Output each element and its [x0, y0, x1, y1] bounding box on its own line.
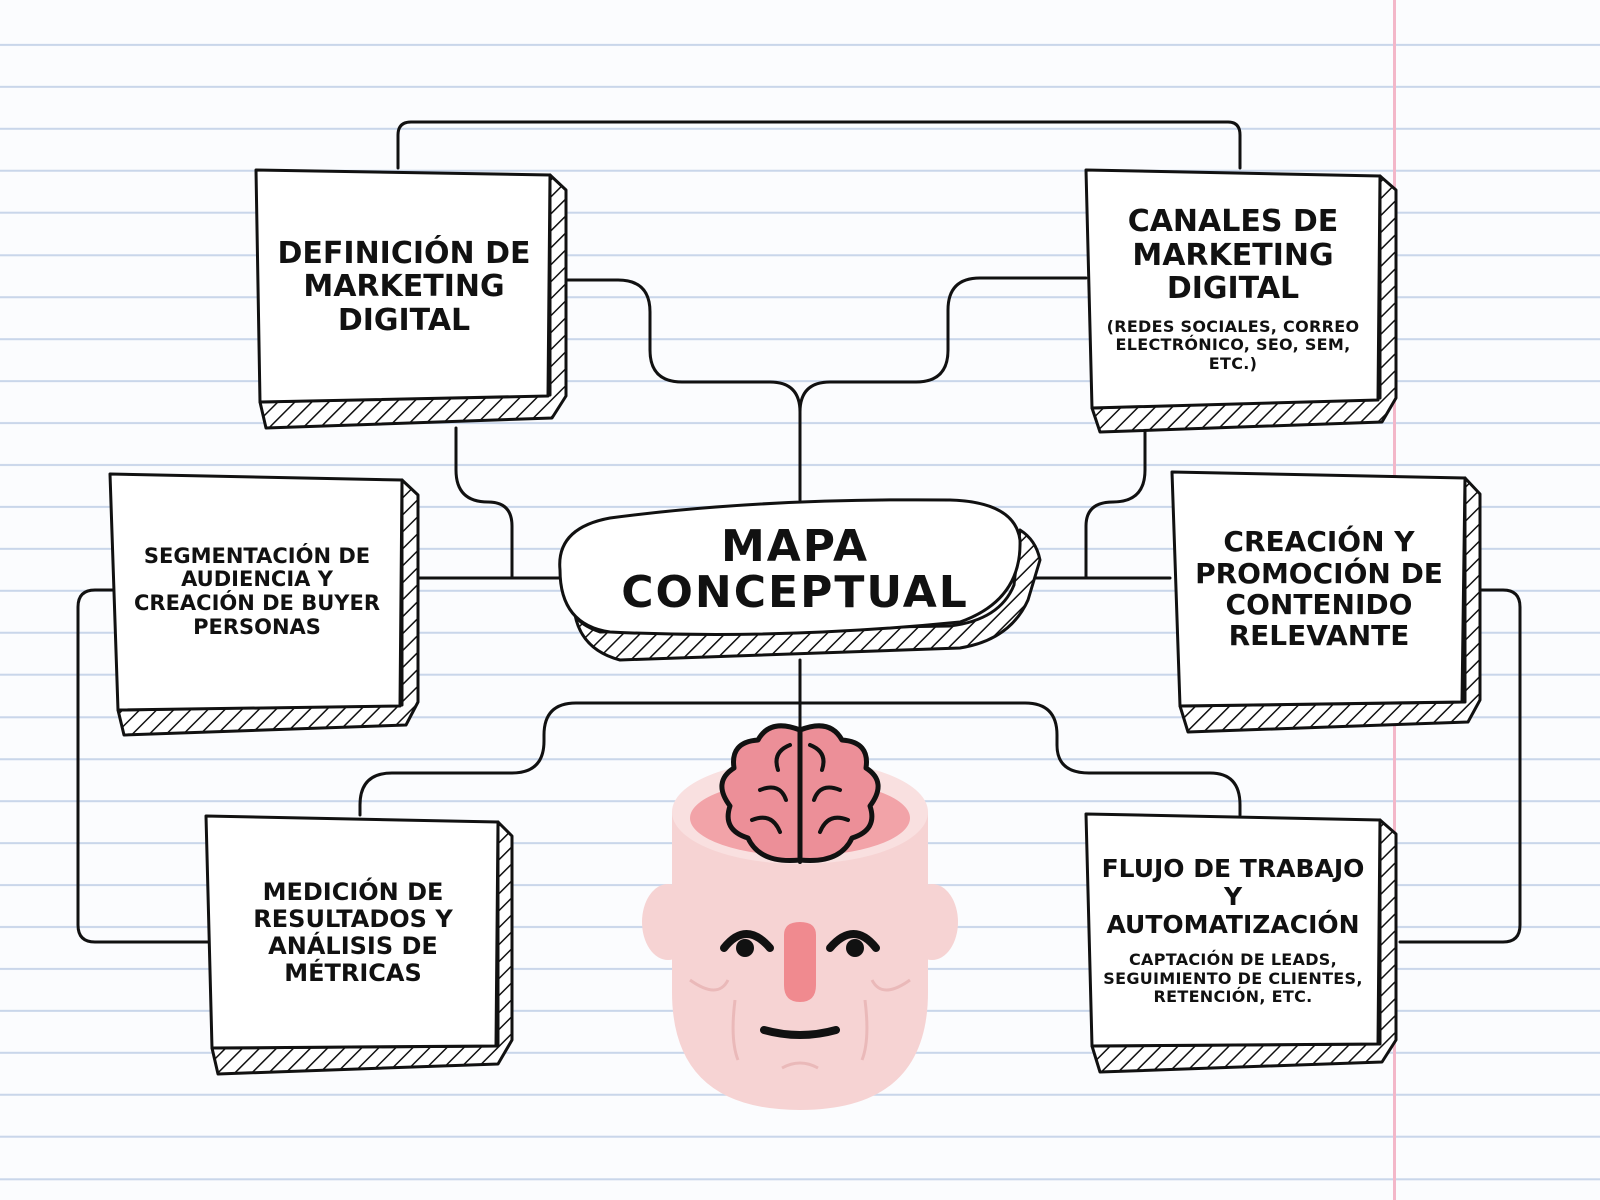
node-segmentacion: SEGMENTACIÓN DE AUDIENCIA Y CREACIÓN DE …	[122, 486, 392, 698]
box-canales-side	[1090, 174, 1398, 434]
node-title: MEDICIÓN DE RESULTADOS Y ANÁLISIS DE MÉT…	[253, 878, 453, 987]
brain-head-illustration	[642, 723, 958, 1110]
box-canales-face	[1084, 168, 1382, 410]
node-contenido: CREACIÓN Y PROMOCIÓN DE CONTENIDO RELEVA…	[1182, 484, 1456, 694]
node-medicion: MEDICIÓN DE RESULTADOS Y ANÁLISIS DE MÉT…	[216, 828, 490, 1038]
connector-left-loop	[76, 588, 212, 944]
box-medicion-face	[204, 814, 500, 1050]
box-segmentacion-face	[108, 472, 404, 712]
node-definicion: DEFINICIÓN DE MARKETING DIGITAL	[266, 180, 542, 394]
node-subtitle: (REDES SOCIALES, CORREO ELECTRÓNICO, SEO…	[1106, 316, 1360, 373]
connector-bottom-branch	[358, 701, 1242, 817]
node-flujo: FLUJO DE TRABAJO Y AUTOMATIZACIÓN CAPTAC…	[1094, 826, 1372, 1036]
node-title: DEFINICIÓN DE MARKETING DIGITAL	[277, 235, 531, 338]
node-subtitle: CAPTACIÓN DE LEADS, SEGUIMIENTO DE CLIEN…	[1103, 950, 1363, 1007]
node-title: FLUJO DE TRABAJO Y AUTOMATIZACIÓN	[1101, 854, 1365, 940]
connector-right-loop	[1398, 588, 1522, 944]
box-flujo-face	[1084, 812, 1382, 1048]
connector-can-down	[1084, 430, 1147, 580]
center-pill-side	[573, 528, 1042, 662]
connector-definicion	[564, 278, 802, 502]
connector-def-down	[454, 426, 514, 580]
node-canales: CANALES DE MARKETING DIGITAL (REDES SOCI…	[1094, 184, 1372, 394]
connector-top-arc	[396, 120, 1242, 170]
box-contenido-face	[1170, 470, 1467, 708]
center-title: MAPA CONCEPTUAL	[621, 520, 969, 618]
center-pill-face	[558, 498, 1022, 636]
box-definicion-face	[254, 168, 552, 404]
node-title: CREACIÓN Y PROMOCIÓN DE CONTENIDO RELEVA…	[1195, 525, 1443, 653]
node-title: CANALES DE MARKETING DIGITAL	[1127, 204, 1339, 307]
node-title: SEGMENTACIÓN DE AUDIENCIA Y CREACIÓN DE …	[133, 543, 380, 639]
connector-canales	[798, 276, 1088, 414]
